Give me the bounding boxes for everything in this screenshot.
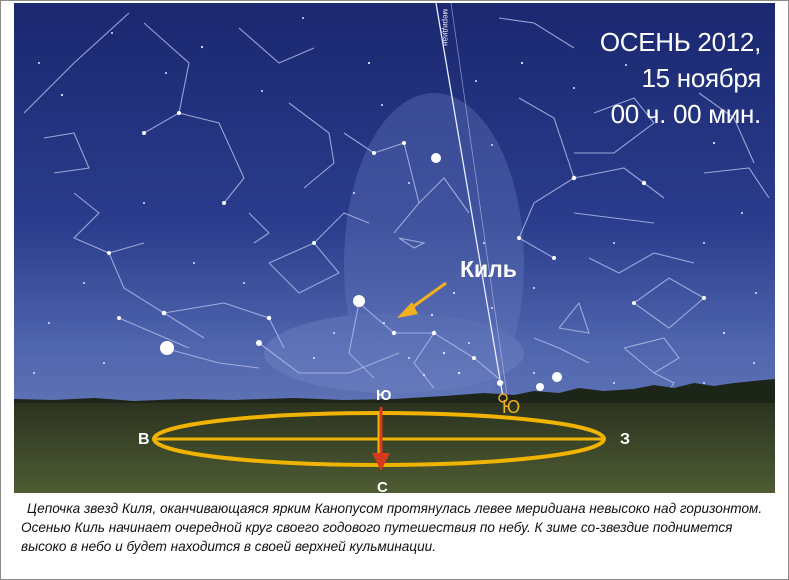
sky-chart: ОСЕНЬ 2012, 15 ноября 00 ч. 00 мин. мери… <box>14 3 775 493</box>
meridian-marker-circle <box>498 393 508 403</box>
bright-stars <box>107 111 706 391</box>
meridian-label: меридиан <box>441 9 450 46</box>
date-title-line-1: ОСЕНЬ 2012, <box>599 27 761 57</box>
south-arrow <box>372 407 390 471</box>
sky-svg <box>14 3 775 493</box>
kil-pointer-arrow <box>397 281 447 318</box>
ground <box>14 403 775 493</box>
faint-stars <box>33 17 757 384</box>
tree-line <box>14 379 775 403</box>
constellation-lines <box>23 12 770 399</box>
compass-west: В <box>138 431 150 448</box>
compass-south: С <box>377 479 388 493</box>
meridian-marker-label: Ю <box>502 397 521 417</box>
sky-background <box>14 3 775 403</box>
compass-north-mark: Ю <box>376 387 392 404</box>
compass-east: З <box>620 431 631 448</box>
figure-caption: Цепочка звезд Киля, оканчивающаяся ярким… <box>21 501 763 554</box>
date-title-line-2: 15 ноября <box>641 63 762 93</box>
date-title-line-3: 00 ч. 00 мин. <box>610 99 762 129</box>
constellation-label-kil: Киль <box>460 256 517 282</box>
meridian-line <box>435 3 505 404</box>
canopus-star <box>160 341 174 355</box>
